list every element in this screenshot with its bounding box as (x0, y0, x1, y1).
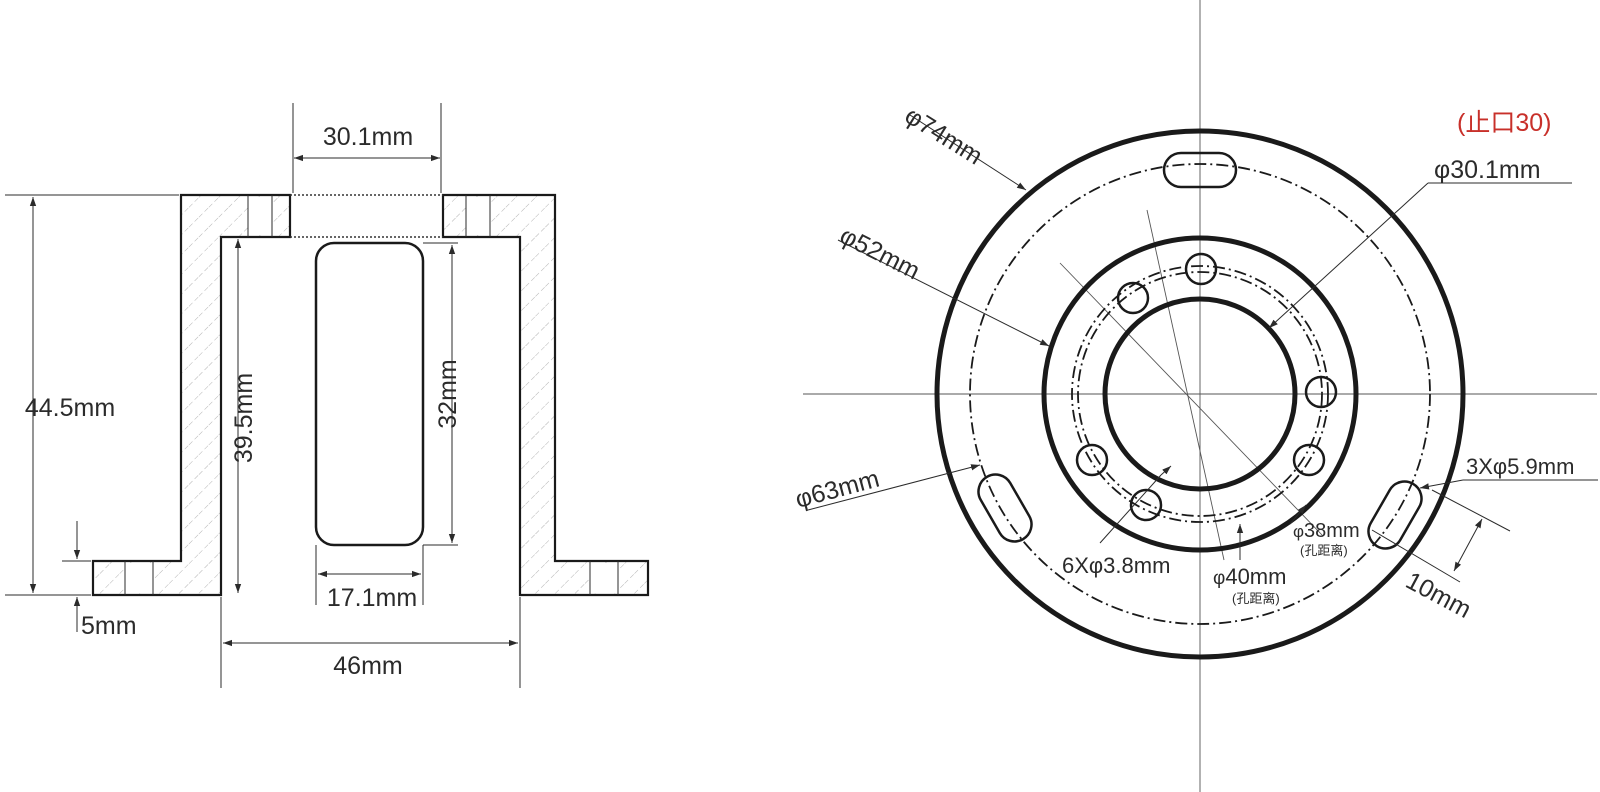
right-wall-section (441, 193, 650, 597)
leader-slots (1419, 479, 1464, 490)
dim-slot-height: 32mm (434, 359, 462, 428)
hole-pitch-note-40: (孔距离) (1232, 591, 1280, 606)
dim-outer-diameter: φ74mm (900, 101, 988, 170)
dim-inner-width: 46mm (333, 652, 402, 680)
dim-flange-thickness: 5mm (81, 612, 137, 640)
leader-63 (807, 464, 981, 511)
top-hole-left (248, 197, 272, 235)
small-hole (1116, 281, 1150, 315)
flange-hole-right (590, 563, 618, 593)
dim-circle-40: φ40mm (1213, 564, 1286, 589)
hole-pitch-circle-40 (1071, 265, 1329, 523)
dim-total-height: 44.5mm (25, 394, 115, 422)
hole-pitch-note-38: (孔距离) (1300, 543, 1348, 558)
hole-pitch-circle-38 (1077, 271, 1323, 517)
flange-hole-left (125, 563, 153, 593)
dim-slot-length: 10mm (1401, 567, 1475, 624)
dim-circle-38: φ38mm (1293, 520, 1360, 542)
small-hole (1184, 252, 1218, 286)
top-view: φ74mm φ52mm φ63mm φ30.1mm (止口30) 3Xφ5.9m… (792, 0, 1598, 792)
leader-74 (909, 114, 1027, 191)
small-holes (1075, 252, 1338, 522)
outer-circle-74 (934, 128, 1466, 660)
dim-hole-size: 6Xφ3.8mm (1062, 553, 1170, 578)
spigot-note: (止口30) (1457, 109, 1551, 137)
dim-slot-width: 17.1mm (327, 584, 417, 612)
top-hole-right (466, 197, 490, 235)
leader-30-1 (1268, 182, 1429, 329)
body-circle-52 (1041, 235, 1359, 553)
bore-circle-30 (1102, 296, 1298, 492)
leader-52 (837, 239, 1050, 347)
side-view: 30.1mm 44.5mm 39.5mm 32mm 17.1mm 5mm 46m… (5, 103, 650, 688)
small-hole (1075, 443, 1109, 477)
dim-slot-length-line (1453, 518, 1483, 572)
slot-right (1367, 480, 1423, 550)
dim-body-diameter: φ52mm (835, 221, 924, 285)
dim-slot-circle: φ63mm (792, 465, 882, 514)
slot-top (1162, 151, 1238, 189)
dim-top-opening: 30.1mm (323, 123, 413, 151)
left-wall-section (91, 193, 292, 597)
small-hole (1292, 443, 1326, 477)
dim-inner-height: 39.5mm (230, 373, 258, 463)
leader-holes (1099, 474, 1162, 544)
slot-pitch-circle-63 (969, 163, 1431, 625)
small-hole (1129, 488, 1163, 522)
small-hole (1304, 375, 1338, 409)
slot-left (977, 473, 1033, 543)
slot-window (314, 241, 425, 547)
dim-bore-diameter: φ30.1mm (1434, 156, 1541, 184)
slots (977, 151, 1423, 550)
dim-slot-size: 3Xφ5.9mm (1466, 454, 1574, 479)
